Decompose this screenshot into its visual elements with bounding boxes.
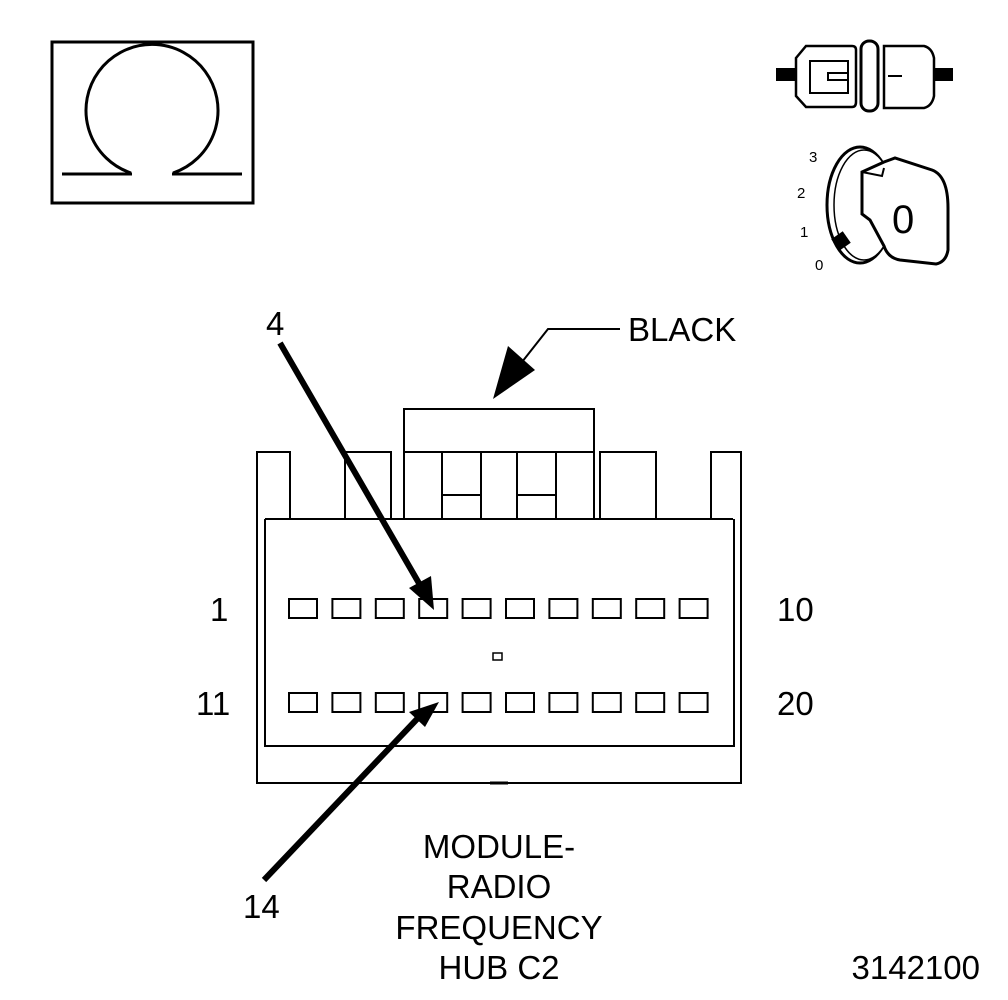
cavity-pin-1 — [288, 598, 318, 619]
pin-label-20: 20 — [777, 685, 814, 722]
cavity-pin-11 — [288, 692, 318, 713]
ignition-position-1: 1 — [800, 224, 808, 241]
ignition-off-icon: 3 2 1 0 0 — [797, 145, 950, 274]
connector-disconnect-icon — [776, 39, 953, 113]
ignition-key-label: 0 — [892, 198, 914, 242]
cavity-pin-8 — [591, 598, 622, 619]
cavity-pin-19 — [635, 692, 666, 713]
caption-line-2: RADIO — [447, 868, 552, 905]
caption-line-3: FREQUENCY — [395, 909, 602, 946]
keying-marker — [492, 652, 503, 661]
figure-number: 3142100 — [852, 949, 980, 986]
cavity-pin-12 — [331, 692, 362, 713]
cavity-pin-3 — [374, 598, 405, 619]
ignition-position-3: 3 — [809, 149, 817, 166]
pin-label-1: 1 — [210, 591, 228, 628]
pin-4-callout: 4 — [266, 305, 434, 610]
connector-body — [256, 408, 742, 785]
ignition-position-2: 2 — [797, 185, 805, 202]
cavity-pin-5 — [461, 598, 492, 619]
top-cavity-row — [288, 598, 709, 619]
cavity-pin-17 — [548, 692, 579, 713]
callout-label-14: 14 — [243, 888, 280, 925]
pin-label-11: 11 — [196, 685, 230, 722]
cavity-pin-10 — [678, 598, 709, 619]
ignition-position-0: 0 — [815, 257, 823, 274]
cavity-pin-13 — [374, 692, 405, 713]
cavity-pin-2 — [331, 598, 362, 619]
color-callout: BLACK — [493, 311, 736, 399]
cavity-pin-16 — [505, 692, 535, 713]
caption-line-1: MODULE- — [423, 828, 575, 865]
connector-caption: MODULE- RADIO FREQUENCY HUB C2 — [395, 828, 602, 986]
connector-color-label: BLACK — [628, 311, 736, 348]
cavity-pin-7 — [548, 598, 579, 619]
cavity-pin-18 — [591, 692, 622, 713]
pin-14-callout: 14 — [243, 702, 439, 925]
bottom-cavity-row — [288, 692, 709, 713]
cavity-pin-6 — [505, 598, 535, 619]
cavity-pin-20 — [678, 692, 709, 713]
ohm-symbol-icon — [50, 40, 255, 205]
cavity-pin-9 — [635, 598, 666, 619]
pin-label-10: 10 — [777, 591, 814, 628]
callout-label-4: 4 — [266, 305, 284, 342]
cavity-pin-15 — [461, 692, 492, 713]
caption-line-4: HUB C2 — [438, 949, 559, 986]
